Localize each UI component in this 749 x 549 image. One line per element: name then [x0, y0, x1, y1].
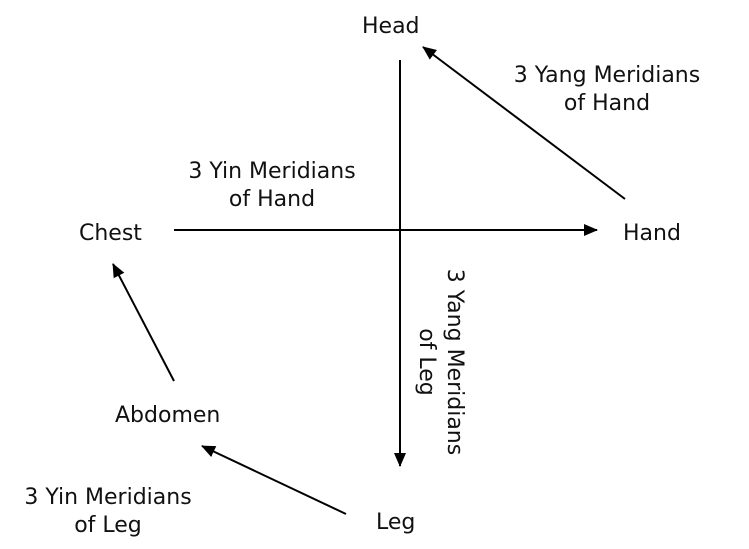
arrow-hand-to-head	[422, 46, 626, 200]
node-head: Head	[362, 14, 420, 39]
label-yin-leg-line2: of Leg	[74, 513, 142, 538]
label-yin-hand-line1: 3 Yin Meridians	[188, 159, 356, 184]
label-yin-meridians-of-leg: 3 Yin Meridians of Leg	[10, 484, 206, 540]
label-yang-hand-line1: 3 Yang Meridians	[513, 63, 701, 88]
label-yang-hand-line2: of Hand	[563, 91, 651, 116]
label-yang-meridians-of-leg: 3 Yang Meridians of Leg	[412, 262, 468, 462]
node-hand: Hand	[623, 221, 681, 246]
node-chest: Chest	[79, 221, 142, 246]
label-yang-meridians-of-hand: 3 Yang Meridians of Hand	[512, 62, 702, 118]
label-yin-meridians-of-hand: 3 Yin Meridians of Hand	[175, 158, 369, 214]
label-yin-hand-line2: of Hand	[228, 187, 316, 212]
label-yin-leg-line1: 3 Yin Meridians	[24, 485, 192, 510]
arrow-abdomen-to-chest	[112, 263, 175, 382]
label-yang-leg-line1: 3 Yang Meridians	[442, 268, 467, 456]
node-leg: Leg	[376, 510, 416, 535]
node-abdomen: Abdomen	[115, 403, 221, 428]
label-yang-leg-line2: of Leg	[414, 328, 439, 396]
arrow-leg-to-abdomen	[201, 445, 347, 515]
